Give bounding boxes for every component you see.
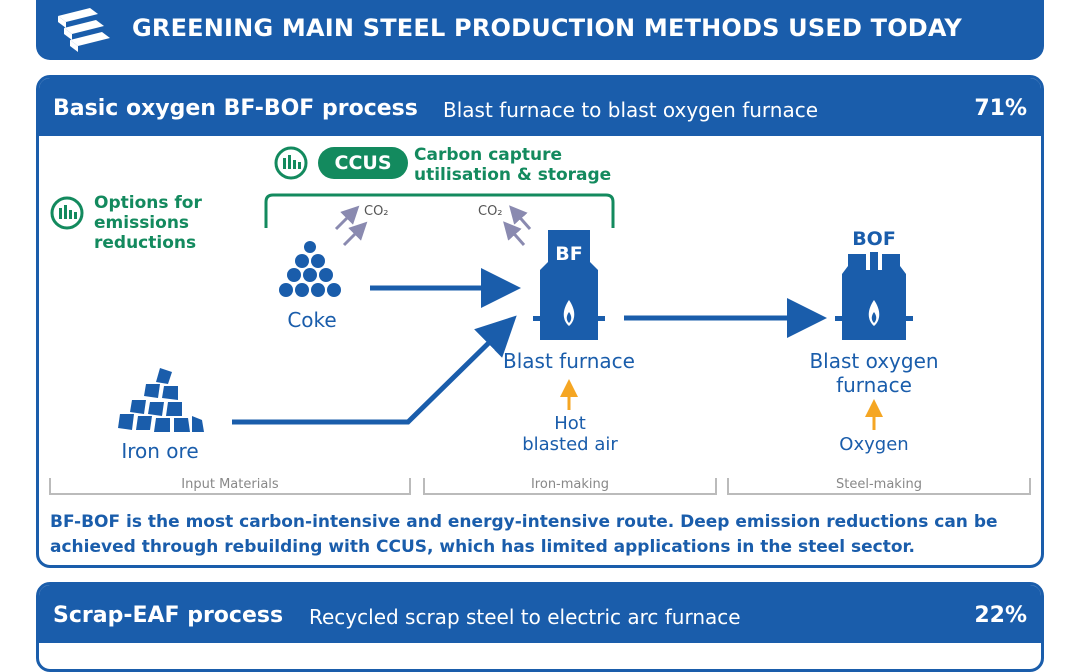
co2-arrow-bf-1: [509, 205, 532, 230]
arrow-ore-to-bf: [232, 315, 517, 425]
coke-icon: [279, 241, 341, 297]
co2-arrow-coke-2: [342, 221, 368, 247]
bof-label-line1: Blast oxygen: [809, 349, 939, 373]
bf-bof-share: 71%: [974, 96, 1027, 121]
ccus-label-line1: Carbon capture: [414, 145, 563, 165]
co2-label-coke: CO₂: [364, 204, 389, 219]
bf-bof-title: Basic oxygen BF-BOF process: [53, 96, 418, 121]
co2-arrow-bf-2: [503, 221, 526, 246]
hot-air-label-line2: blasted air: [522, 434, 618, 455]
co2-label-bf: CO₂: [478, 204, 503, 219]
process-diagram: [49, 146, 1031, 495]
coke-label: Coke: [287, 308, 337, 332]
scrap-eaf-panel: Scrap-EAF process Recycled scrap steel t…: [36, 582, 1044, 672]
options-label-line1: Options for: [94, 193, 202, 213]
scrap-eaf-panel-header: Scrap-EAF process Recycled scrap steel t…: [39, 585, 1041, 643]
scrap-eaf-subtitle: Recycled scrap steel to electric arc fur…: [309, 605, 741, 629]
ccus-badge: CCUS: [318, 147, 408, 179]
stage-label-steel: Steel-making: [836, 477, 922, 492]
stage-bracket-iron: [423, 478, 717, 495]
stage-label-iron: Iron-making: [530, 477, 610, 492]
ccus-bracket: [264, 193, 615, 228]
steel-beams-icon: [58, 8, 110, 52]
header-banner: GREENING MAIN STEEL PRODUCTION METHODS U…: [36, 0, 1044, 60]
blast-furnace-icon: [533, 230, 605, 340]
stage-bracket-input: [49, 478, 411, 495]
bf-bof-note: BF-BOF is the most carbon-intensive and …: [50, 512, 998, 557]
options-label-line3: reductions: [94, 233, 197, 253]
bof-label-line2: furnace: [836, 373, 912, 397]
bf-bof-panel-header: Basic oxygen BF-BOF process Blast furnac…: [39, 78, 1041, 136]
iron-ore-icon: [118, 368, 204, 432]
co2-arrow-coke-1: [334, 205, 360, 231]
stage-bracket-steel: [727, 478, 1031, 495]
bf-bof-panel: Basic oxygen BF-BOF process Blast furnac…: [36, 75, 1044, 568]
bof-furnace-icon: [835, 252, 913, 340]
stage-label-input: Input Materials: [181, 477, 279, 492]
emissions-icon-ccus: [274, 146, 308, 180]
scrap-eaf-share: 22%: [974, 603, 1027, 628]
ccus-label-line2: utilisation & storage: [414, 165, 612, 185]
options-label-line2: emissions: [94, 213, 190, 233]
hot-air-label-line1: Hot: [554, 413, 586, 434]
page-title: GREENING MAIN STEEL PRODUCTION METHODS U…: [132, 14, 962, 42]
scrap-eaf-title: Scrap-EAF process: [53, 603, 284, 628]
bf-bof-subtitle: Blast furnace to blast oxygen furnace: [443, 98, 819, 122]
emissions-icon-options: [50, 196, 84, 230]
oxygen-label: Oxygen: [839, 434, 909, 455]
iron-ore-label: Iron ore: [121, 439, 199, 463]
bof-badge: BOF: [852, 228, 896, 250]
blast-furnace-label: Blast furnace: [503, 349, 635, 373]
bf-badge: BF: [555, 243, 583, 265]
